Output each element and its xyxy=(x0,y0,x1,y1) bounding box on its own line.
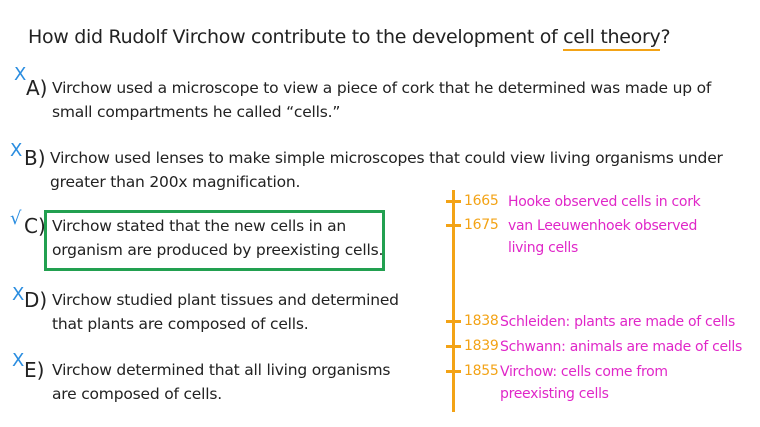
question-suffix: ? xyxy=(660,26,671,48)
question-highlight-cell-theory: cell theory xyxy=(563,26,661,51)
option-a-text: Virchow used a microscope to view a piec… xyxy=(52,76,711,124)
timeline-event-1675-line-2: living cells xyxy=(508,240,578,256)
option-d-letter: D) xyxy=(24,288,48,312)
option-e-letter: E) xyxy=(24,358,45,382)
option-a-line-1: Virchow used a microscope to view a piec… xyxy=(52,79,712,97)
timeline-event-1838: Schleiden: plants are made of cells xyxy=(500,311,735,333)
wrong-mark-icon-b: X xyxy=(10,140,23,161)
timeline-tick-1665 xyxy=(446,200,461,203)
timeline-tick-1855 xyxy=(446,370,461,373)
question-prefix: How did Rudolf Virchow contribute to the… xyxy=(28,26,564,48)
option-b-letter: B) xyxy=(24,146,46,170)
option-c-line-1: Virchow stated that the new cells in an xyxy=(52,217,347,235)
timeline-event-1665-line-1: Hooke observed cells in cork xyxy=(508,194,701,210)
option-a-line-2: small compartments he called “cells.” xyxy=(52,103,341,121)
option-d-line-2: that plants are composed of cells. xyxy=(52,315,309,333)
timeline-tick-1675 xyxy=(446,224,461,227)
option-b-line-2: greater than 200x magnification. xyxy=(50,173,301,191)
option-b-text: Virchow used lenses to make simple micro… xyxy=(50,146,723,194)
timeline-axis xyxy=(452,190,455,412)
timeline-event-1855-line-2: preexisting cells xyxy=(500,386,609,402)
option-c-line-2: organism are produced by preexisting cel… xyxy=(52,241,384,259)
timeline-event-1839-line-1: Schwann: animals are made of cells xyxy=(500,339,742,355)
option-a-letter: A) xyxy=(26,76,48,100)
timeline-event-1838-line-1: Schleiden: plants are made of cells xyxy=(500,314,735,330)
option-e-line-2: are composed of cells. xyxy=(52,385,222,403)
timeline-event-1855: Virchow: cells come from preexisting cel… xyxy=(500,361,668,405)
timeline-year-1665: 1665 xyxy=(464,193,499,209)
timeline-year-1839: 1839 xyxy=(464,338,499,354)
timeline-year-1675: 1675 xyxy=(464,217,499,233)
option-b-line-1: Virchow used lenses to make simple micro… xyxy=(50,149,723,167)
option-c-text: Virchow stated that the new cells in an … xyxy=(52,214,383,262)
timeline-event-1839: Schwann: animals are made of cells xyxy=(500,336,742,358)
timeline-event-1855-line-1: Virchow: cells come from xyxy=(500,364,668,380)
option-e-line-1: Virchow determined that all living organ… xyxy=(52,361,391,379)
option-d-text: Virchow studied plant tissues and determ… xyxy=(52,288,399,336)
correct-check-icon-c: √ xyxy=(10,208,22,229)
timeline-event-1665: Hooke observed cells in cork xyxy=(508,191,701,213)
timeline-event-1675: van Leeuwenhoek observed living cells xyxy=(508,215,697,259)
timeline-tick-1838 xyxy=(446,320,461,323)
timeline-tick-1839 xyxy=(446,345,461,348)
option-d-line-1: Virchow studied plant tissues and determ… xyxy=(52,291,399,309)
question-text: How did Rudolf Virchow contribute to the… xyxy=(28,26,671,51)
correct-answer-box xyxy=(44,210,385,271)
timeline-event-1675-line-1: van Leeuwenhoek observed xyxy=(508,218,698,234)
timeline-year-1838: 1838 xyxy=(464,313,499,329)
timeline-year-1855: 1855 xyxy=(464,363,499,379)
wrong-mark-icon-d: X xyxy=(12,284,25,305)
wrong-mark-icon-e: X xyxy=(12,350,25,371)
wrong-mark-icon-a: X xyxy=(14,64,27,85)
option-c-letter: C) xyxy=(24,214,46,238)
option-e-text: Virchow determined that all living organ… xyxy=(52,358,390,406)
